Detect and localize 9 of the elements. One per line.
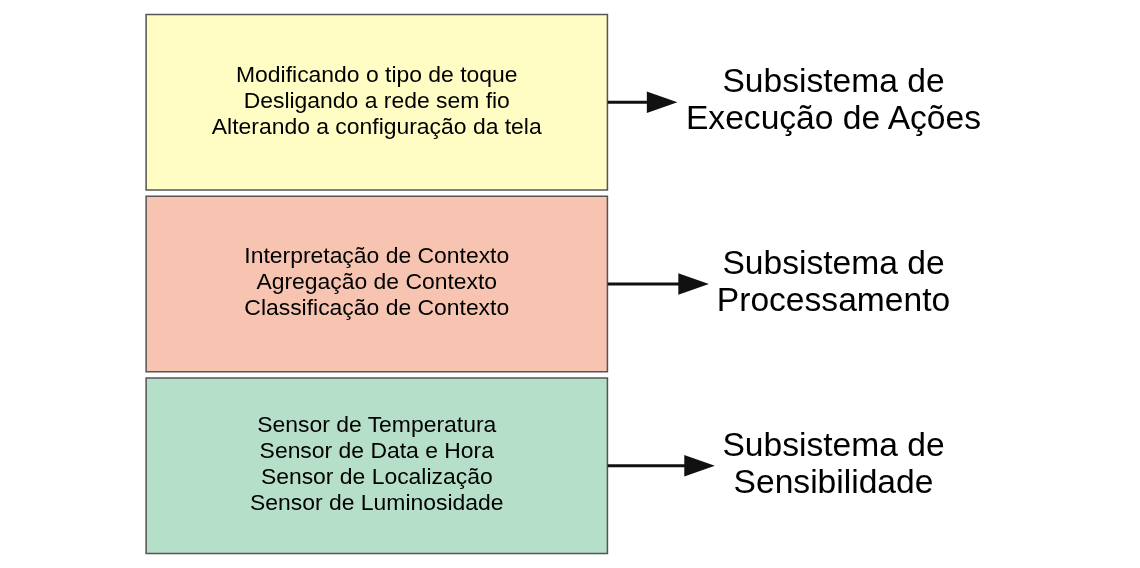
node-text: Subsistema de Execução de Ações [685, 62, 982, 137]
node-box: Modificando o tipo de toque Desligando a rede sem fio Alterando a configuração da tela [145, 13, 609, 191]
node-text: Subsistema de Processamento [716, 244, 951, 318]
arrow [607, 273, 709, 295]
node-box: Sensor de Temperatura Sensor de Data e Hora Sensor de Localização Sensor de Luminosidade [145, 377, 609, 555]
node-box: Interpretação de Contexto Agregação de Contexto Classificação de Contexto [145, 195, 609, 373]
arrow [607, 455, 715, 477]
arrow [607, 91, 678, 113]
node-text: Subsistema de Sensibilidade [722, 426, 945, 500]
